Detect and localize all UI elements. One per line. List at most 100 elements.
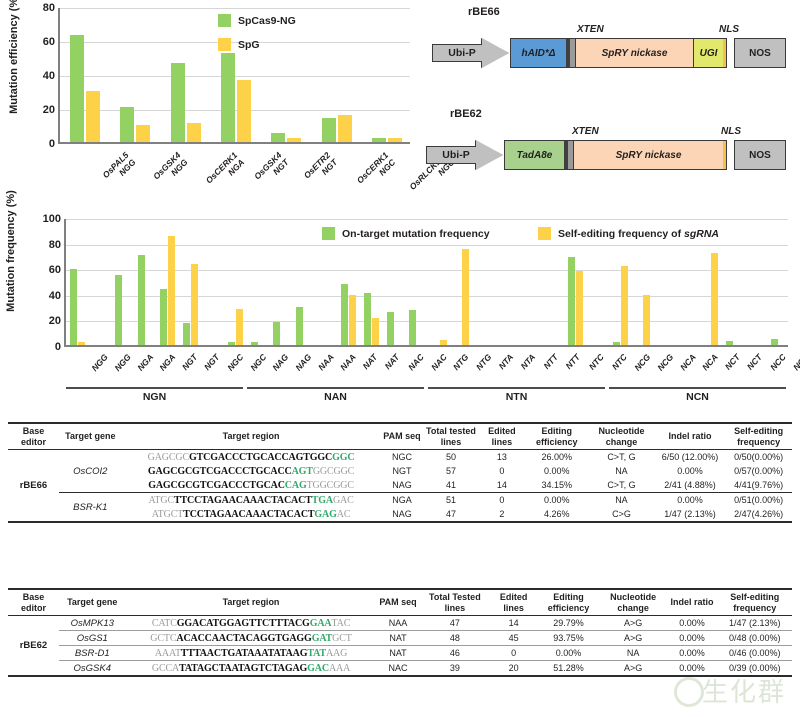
construct-rbe66-xten-linker <box>566 38 570 68</box>
x-tick-label: NAT <box>360 352 380 372</box>
x-tick-label: NAG <box>270 352 291 373</box>
legend-swatch <box>538 227 551 240</box>
cell-pam-seq: NGC <box>391 451 412 462</box>
cell-pam-seq: NAA <box>388 617 408 628</box>
cell-target-region: CATCGGACATGGAGTTCTTTACGGAATAC <box>126 616 377 631</box>
x-tick-label: NGA <box>157 352 178 373</box>
bar-spcas9-ng <box>271 133 286 142</box>
cell-indel-ratio: 0.00% <box>679 632 705 643</box>
bar-on-target-mutation-frequency <box>160 288 168 345</box>
sequence-segment: TAC <box>331 617 351 629</box>
bar-self-editing-frequency-of-sgrna <box>643 295 651 345</box>
x-tick-label: NTA <box>518 352 538 372</box>
cell-indel-ratio: 0.00% <box>666 660 718 677</box>
th-edited-lines: Edited lines <box>499 592 528 613</box>
construct-rbe66-nls-label: NLS <box>719 24 739 35</box>
x-tick-label: NTA <box>496 352 515 372</box>
th-indel-ratio: Indel ratio <box>668 431 712 442</box>
cell-target-gene: OsGSK4 <box>58 660 126 677</box>
th-edited-lines: Edited lines <box>488 426 516 447</box>
th-nucleotide-change: Nucleotide change <box>598 426 645 447</box>
construct-rbe66-linker-spacer <box>570 38 575 68</box>
bar-spcas9-ng <box>221 52 235 142</box>
promoter-arrow-body <box>432 44 484 62</box>
construct-rbe62-xten-linker <box>564 140 568 170</box>
x-tick-label: NGG <box>112 352 133 374</box>
cell-editing-efficiency: 51.28% <box>537 660 600 677</box>
cell-pam-seq: NAT <box>389 632 407 643</box>
table-rbe66: Base editor Target gene Target region PA… <box>8 422 792 523</box>
x-tick-label: NAT <box>383 352 402 372</box>
bar-on-target-mutation-frequency <box>228 341 236 345</box>
cell-edited-lines: 2 <box>478 507 526 523</box>
cell-total-tested-lines: 57 <box>445 465 456 476</box>
bar-on-target-mutation-frequency <box>567 256 575 345</box>
cell-edited-lines: 0 <box>499 465 505 476</box>
sequence-segment: AAG <box>325 647 348 659</box>
table-rbe62-header: Base editor Target gene Target region PA… <box>8 589 792 616</box>
bar-self-editing-frequency-of-sgrna <box>620 265 628 345</box>
bar-spg <box>186 122 201 142</box>
cell-self-editing-frequency: 0/57(0.00%) <box>734 465 784 476</box>
legend-label: SpG <box>238 38 260 51</box>
x-tick-label: NGT <box>179 352 200 373</box>
th-pam-seq: PAM seq <box>383 431 421 442</box>
x-tick-label: NAA <box>338 352 359 373</box>
cell-self-editing-frequency: 4/41(9.76%) <box>734 479 784 490</box>
y-tick-label: 80 <box>48 238 61 251</box>
bar-spg <box>337 115 352 142</box>
bar-on-target-mutation-frequency <box>612 342 620 345</box>
promoter-arrow-head <box>482 38 509 68</box>
y-tick-label: 0 <box>54 341 61 353</box>
construct-rbe62-nls <box>723 140 727 170</box>
bar-on-target-mutation-frequency <box>115 275 123 345</box>
cell-pam-seq: NGA <box>392 494 412 505</box>
x-tick-label: NCT <box>745 352 765 372</box>
bar-self-editing-frequency-of-sgrna <box>462 249 470 345</box>
bar-on-target-mutation-frequency <box>137 255 145 345</box>
construct-rbe62-deaminase: TadA8e <box>504 140 564 170</box>
x-tick-label: NCG <box>655 352 676 373</box>
gridline <box>66 321 788 323</box>
group-label: NAN <box>324 391 347 403</box>
group-underline <box>247 387 424 389</box>
cell-edited-lines: 14 <box>508 617 519 628</box>
bar-on-target-mutation-frequency <box>296 306 304 345</box>
y-tick-label: 60 <box>42 36 55 48</box>
cell-editing-efficiency: 0.00% <box>544 494 570 505</box>
th-target-gene: Target gene <box>67 597 118 608</box>
cell-nucleotide-change: C>T, G <box>607 479 636 490</box>
sequence-segment: GAC <box>332 494 354 506</box>
cell-target-gene: BSR-D1 <box>74 647 110 659</box>
sequence-segment: TTCCTAGAACAAACTACACT <box>173 494 312 506</box>
bar-spg <box>287 138 302 142</box>
cell-target-region: GCCATATAGCTAATAGTCTAGAGGACAAA <box>125 660 377 677</box>
cell-self-editing-frequency: 0/51(0.00%) <box>734 494 784 505</box>
construct-rbe62-promoter-label: Ubi-P <box>442 149 470 161</box>
table-rbe66-header-row: Base editor Target gene Target region PA… <box>8 423 792 450</box>
th-editing-efficiency: Editing efficiency <box>536 426 578 447</box>
bar-on-target-mutation-frequency <box>771 338 779 345</box>
table-rbe66-wrapper: Base editor Target gene Target region PA… <box>8 422 792 523</box>
bar-on-target-mutation-frequency <box>363 292 371 345</box>
th-total-tested-lines: Total Tested lines <box>429 592 481 613</box>
construct-rbe62-nickase: SpRY nickase <box>573 140 723 170</box>
promoter-arrow-body <box>426 146 478 164</box>
sequence-segment: TATAGCTAATAGTCTAGAG <box>179 662 308 674</box>
cell-indel-ratio: 0.00% <box>679 647 705 658</box>
x-tick-label: NCT <box>722 352 742 372</box>
cell-total-tested-lines: 51 <box>445 494 456 505</box>
cell-total-tested-lines: 46 <box>449 647 460 658</box>
sequence-segment: GCCA <box>151 662 180 674</box>
construct-rbe62-linker-spacer <box>568 140 573 170</box>
y-tick-label: 100 <box>42 213 61 225</box>
sequence-segment: GCT <box>332 632 352 644</box>
